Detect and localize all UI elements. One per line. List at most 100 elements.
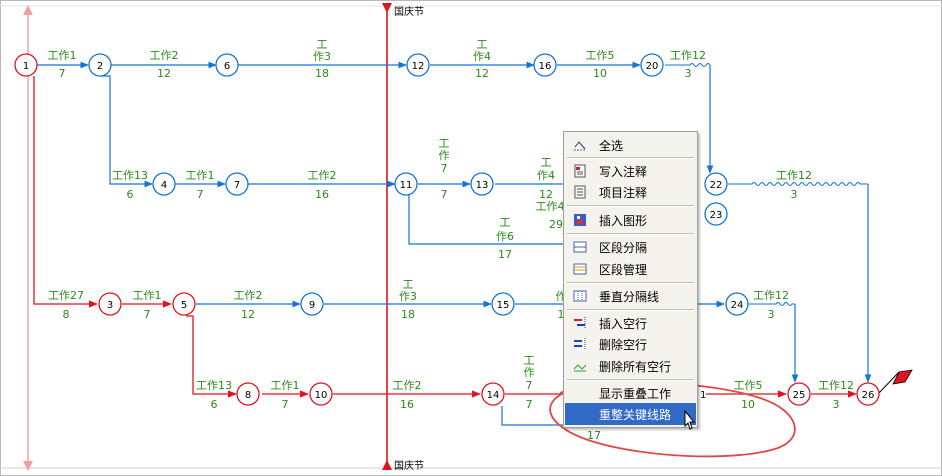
node-circle[interactable] bbox=[856, 382, 880, 406]
insert-image-icon bbox=[573, 213, 587, 227]
node-number: 15 bbox=[497, 300, 510, 311]
node-7[interactable]: 7 bbox=[225, 172, 249, 196]
node-circle[interactable] bbox=[704, 202, 728, 226]
node-number: 9 bbox=[309, 300, 315, 311]
critical-edge[interactable] bbox=[33, 76, 98, 308]
edge-name: 工 bbox=[500, 216, 511, 229]
menu-item-write-note[interactable]: 写入注释 bbox=[565, 160, 696, 182]
node-20[interactable]: 20 bbox=[640, 53, 664, 77]
node-13[interactable]: 13 bbox=[470, 172, 494, 196]
node-circle[interactable] bbox=[640, 53, 664, 77]
node-24[interactable]: 24 bbox=[725, 292, 749, 316]
edge-arrow[interactable] bbox=[100, 75, 153, 188]
edge-name: 工作1 bbox=[186, 169, 215, 182]
menu-item-insert-image[interactable]: 插入图形 bbox=[565, 209, 696, 231]
node-circle[interactable] bbox=[491, 292, 515, 316]
critical-edge[interactable] bbox=[186, 315, 237, 398]
edge-duration: 12 bbox=[475, 67, 489, 80]
node-26[interactable]: 26 bbox=[856, 382, 880, 406]
node-16[interactable]: 16 bbox=[533, 53, 557, 77]
free-float-wave bbox=[748, 301, 795, 307]
node-circle[interactable] bbox=[14, 53, 38, 77]
edge-row2[interactable] bbox=[100, 75, 872, 383]
edge-name: 工作4 bbox=[536, 200, 565, 213]
node-6[interactable]: 6 bbox=[215, 53, 239, 77]
node-number: 24 bbox=[731, 300, 744, 311]
node-circle[interactable] bbox=[215, 53, 239, 77]
menu-item-select-all[interactable]: 全选 bbox=[565, 134, 696, 156]
node-circle[interactable] bbox=[406, 53, 430, 77]
node-2[interactable]: 2 bbox=[88, 53, 112, 77]
node-circle[interactable] bbox=[236, 382, 260, 406]
node-22[interactable]: 22 bbox=[704, 172, 728, 196]
edge-arrow[interactable] bbox=[408, 195, 568, 245]
edge-duration: 3 bbox=[685, 67, 692, 80]
edge-duration: 3 bbox=[833, 398, 840, 411]
menu-item-vertical-divider[interactable]: 垂直分隔线 bbox=[565, 285, 696, 307]
node-circle[interactable] bbox=[725, 292, 749, 316]
node-circle[interactable] bbox=[533, 53, 557, 77]
node-number: 22 bbox=[710, 180, 723, 191]
edge-row1[interactable] bbox=[37, 61, 714, 174]
node-circle[interactable] bbox=[787, 382, 811, 406]
menu-item-project-note[interactable]: 项目注释 bbox=[565, 181, 696, 203]
delete-row-icon bbox=[573, 337, 587, 351]
node-4[interactable]: 4 bbox=[152, 172, 176, 196]
node-15[interactable]: 15 bbox=[491, 292, 515, 316]
menu-item-show-overlap[interactable]: 显示重叠工作 bbox=[599, 386, 672, 401]
node-circle[interactable] bbox=[152, 172, 176, 196]
edge-name: 工 bbox=[524, 354, 535, 367]
node-23[interactable]: 23 bbox=[704, 202, 728, 226]
edge-name: 工作2 bbox=[234, 289, 263, 302]
node-circle[interactable] bbox=[394, 172, 418, 196]
edge-row3[interactable] bbox=[33, 76, 799, 383]
node-number: 25 bbox=[793, 390, 806, 401]
node-circle[interactable] bbox=[309, 382, 333, 406]
node-circle[interactable] bbox=[88, 53, 112, 77]
node-9[interactable]: 9 bbox=[300, 292, 324, 316]
edge-duration: 7 bbox=[197, 188, 204, 201]
node-circle[interactable] bbox=[225, 172, 249, 196]
edge-arrow[interactable] bbox=[501, 406, 568, 426]
node-11[interactable]: 11 bbox=[394, 172, 418, 196]
node-1[interactable]: 1 bbox=[14, 53, 38, 77]
node-12[interactable]: 12 bbox=[406, 53, 430, 77]
menu-item-rebuild-critical-path[interactable]: 重整关键线路 bbox=[565, 403, 696, 425]
node-circle[interactable] bbox=[172, 292, 196, 316]
node-circle[interactable] bbox=[300, 292, 324, 316]
menu-item-section-manage[interactable]: 区段管理 bbox=[565, 258, 696, 280]
node-circle[interactable] bbox=[704, 172, 728, 196]
section-divide-icon bbox=[573, 240, 587, 254]
menu-item-section-divide[interactable]: 区段分隔 bbox=[565, 236, 696, 258]
edge-name: 作3 bbox=[313, 50, 331, 63]
node-circle[interactable] bbox=[98, 292, 122, 316]
node-number: 11 bbox=[400, 180, 413, 191]
edge-name: 工作13 bbox=[196, 379, 232, 392]
vertical-divider-icon bbox=[573, 289, 587, 303]
edge-name: 作4 bbox=[473, 50, 491, 63]
node-10[interactable]: 10 bbox=[309, 382, 333, 406]
edge-duration: 7 bbox=[59, 67, 66, 80]
edge-name: 工 bbox=[439, 137, 450, 150]
free-float-wave bbox=[728, 181, 868, 187]
edge-name: 工作12 bbox=[776, 169, 812, 182]
edge-row4[interactable] bbox=[186, 315, 857, 426]
menu-item-delete-all-rows[interactable]: 删除所有空行 bbox=[565, 355, 696, 377]
node-5[interactable]: 5 bbox=[172, 292, 196, 316]
edge-name: 工 bbox=[317, 38, 328, 51]
node-8[interactable]: 8 bbox=[236, 382, 260, 406]
node-number: 10 bbox=[315, 390, 328, 401]
node-circle[interactable] bbox=[481, 382, 505, 406]
node-3[interactable]: 3 bbox=[98, 292, 122, 316]
edge-name: 工作12 bbox=[753, 289, 789, 302]
node-circle[interactable] bbox=[470, 172, 494, 196]
node-14[interactable]: 14 bbox=[481, 382, 505, 406]
node-25[interactable]: 25 bbox=[787, 382, 811, 406]
menu-item-delete-row[interactable]: 删除空行 bbox=[565, 333, 696, 355]
node-number: 6 bbox=[224, 61, 230, 72]
edge-name: 工作12 bbox=[670, 49, 706, 62]
menu-item-insert-row[interactable]: 插入空行 bbox=[565, 312, 696, 334]
node-number: 3 bbox=[107, 300, 113, 311]
context-menu[interactable]: 全选 写入注释 项目注释 插入图形 区段分隔 区段管理 垂直分隔线 插入空行 删… bbox=[563, 131, 698, 428]
